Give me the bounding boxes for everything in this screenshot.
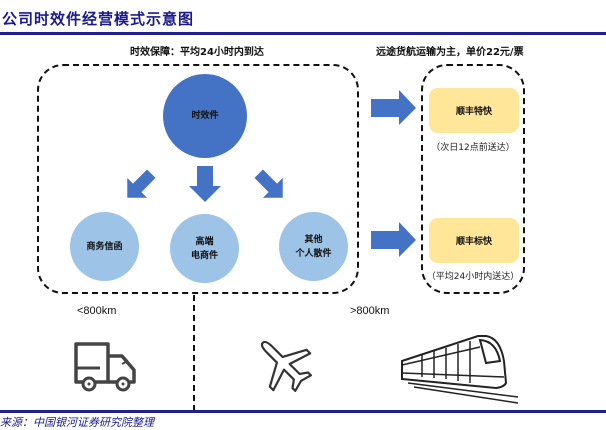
source-note: 来源：中国银河证券研究院整理 <box>0 416 154 429</box>
product-note: （次日12点前送达） <box>431 143 515 153</box>
title-rule <box>0 32 606 35</box>
sub-node-label-line2: 电商件 <box>190 250 218 261</box>
product-sf-express: 顺丰特快 <box>429 88 519 133</box>
sub-node-personal: 其他 个人散件 <box>279 212 348 281</box>
sub-node-ecommerce: 高端 电商件 <box>170 214 239 283</box>
product-sf-standard: 顺丰标快 <box>429 218 519 263</box>
arrow-right-icon <box>371 90 416 125</box>
distance-short-label: <800km <box>77 305 117 317</box>
page-title: 公司时效件经营模式示意图 <box>2 10 195 28</box>
product-box-container <box>421 64 525 294</box>
center-node-label: 时效件 <box>191 111 219 121</box>
center-node: 时效件 <box>163 74 247 158</box>
sub-node-label-line2: 个人散件 <box>295 248 332 259</box>
arrow-down-right-icon <box>254 169 283 198</box>
service-category-box <box>37 64 359 294</box>
product-note: （平均24小时内送达） <box>426 272 520 282</box>
distance-long-label: >800km <box>350 305 390 317</box>
train-icon <box>401 335 519 404</box>
arrow-down-left-icon <box>127 169 156 198</box>
left-heading: 时效保障：平均24小时内到达 <box>130 47 264 58</box>
right-heading: 远途货航运输为主，单价22元/票 <box>376 47 524 58</box>
arrow-down-icon <box>189 166 221 202</box>
product-name: 顺丰特快 <box>455 107 492 117</box>
sub-node-label: 商务信函 <box>86 241 123 252</box>
truck-icon <box>74 342 136 392</box>
sub-node-business-letters: 商务信函 <box>70 212 139 281</box>
distance-divider <box>193 295 195 411</box>
product-name: 顺丰标快 <box>455 237 492 247</box>
arrow-right-icon <box>371 222 416 257</box>
branch-arrows <box>127 166 283 202</box>
sub-node-label-line1: 高端 <box>195 236 214 247</box>
sub-node-label-line1: 其他 <box>304 234 323 245</box>
airplane-icon <box>260 340 312 392</box>
footer-rule <box>0 410 606 413</box>
